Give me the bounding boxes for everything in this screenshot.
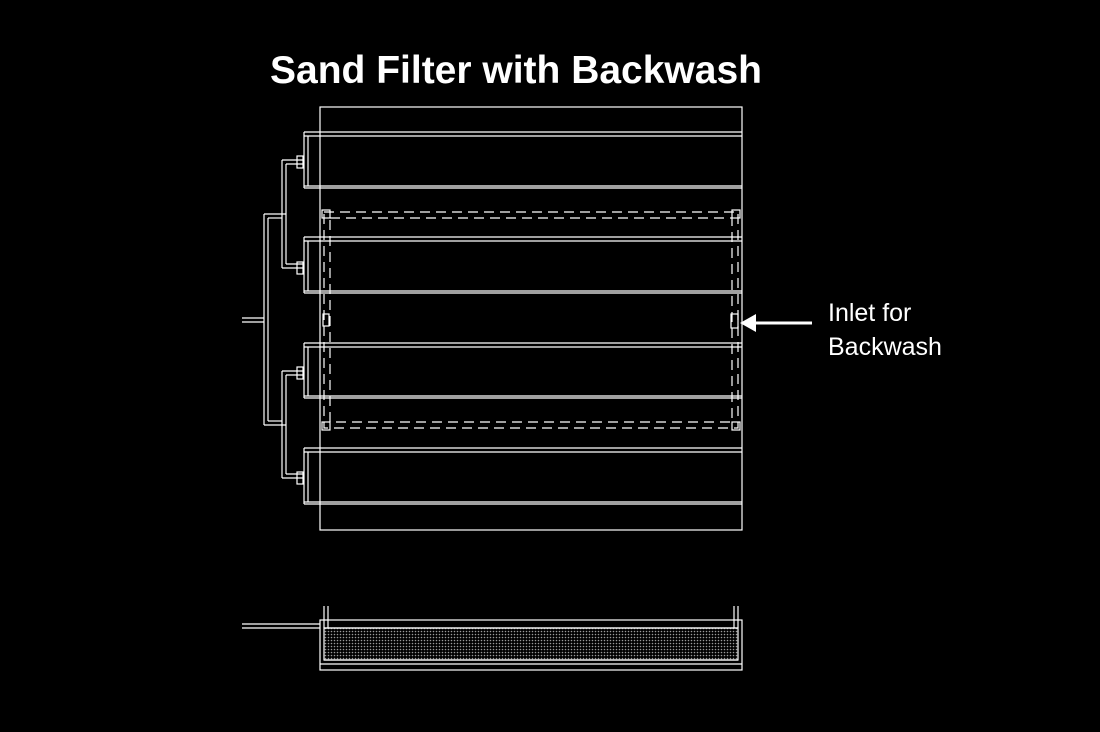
inlet-manifold (242, 155, 304, 485)
label-line-2: Backwash (828, 333, 942, 361)
lateral-pipe-2 (304, 236, 742, 294)
arrow-icon (740, 314, 812, 332)
filter-bed-outline (319, 106, 743, 531)
lateral-pipe-3 (304, 342, 742, 399)
backwash-inlet-label: Inlet for Backwash (828, 296, 942, 364)
diagram-title: Sand Filter with Backwash (270, 49, 762, 92)
label-line-1: Inlet for (828, 299, 912, 327)
backwash-corner-fittings (321, 209, 741, 431)
backwash-inlet-valve (730, 313, 739, 329)
lateral-end-connectors (303, 132, 309, 504)
sand-media (323, 627, 739, 661)
lateral-pipe-4 (304, 447, 742, 505)
filter-section-view (242, 606, 743, 671)
lateral-pipe-1 (304, 131, 742, 189)
